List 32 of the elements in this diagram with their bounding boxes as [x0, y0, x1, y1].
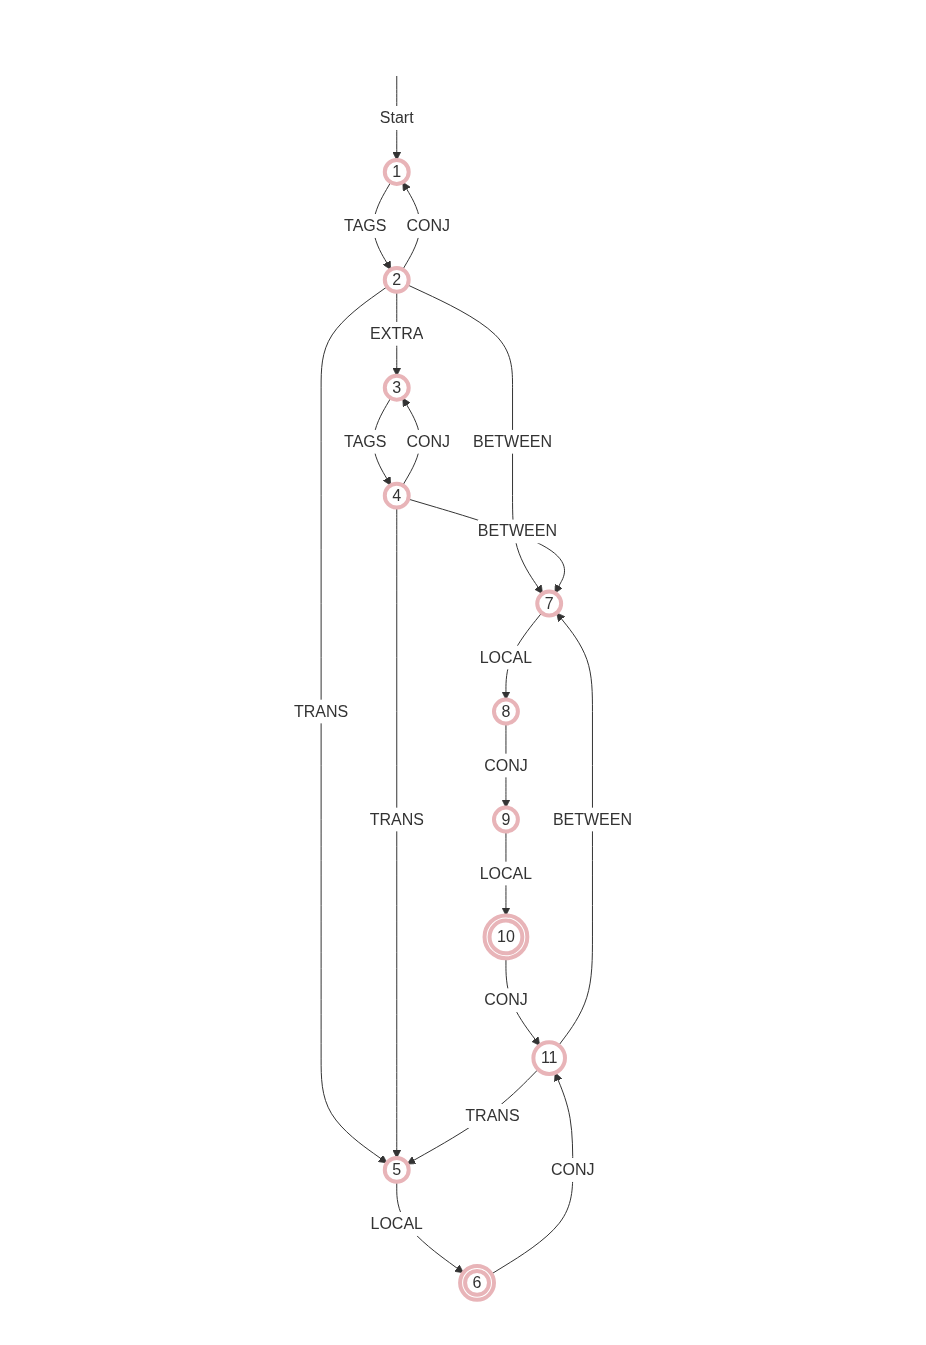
- edge-label: LOCAL: [479, 864, 533, 882]
- node-circle: 3: [382, 373, 411, 402]
- edge-label: CONJ: [484, 990, 528, 1008]
- edge-label: LOCAL: [370, 1214, 423, 1232]
- edge-label: CONJ: [406, 216, 450, 234]
- node-circle: 9: [491, 805, 520, 834]
- edge-label: BETWEEN: [552, 810, 632, 828]
- edge-label: TRANS: [293, 702, 349, 720]
- edge-label: CONJ: [406, 432, 450, 450]
- edge-label: TAGS: [344, 216, 387, 234]
- edge-label: TRANS: [369, 810, 424, 828]
- node-circle: 2: [382, 265, 411, 294]
- arrow: [406, 1068, 539, 1165]
- edge-label: TAGS: [344, 432, 387, 450]
- node-circle: 8: [491, 697, 520, 726]
- edge-label: BETWEEN: [472, 432, 553, 450]
- node-circle: 4: [382, 481, 411, 510]
- arrow: [320, 285, 388, 1163]
- edge-label: BETWEEN: [477, 521, 557, 539]
- node-circle: 6: [458, 1263, 496, 1302]
- node-circle: 7: [535, 589, 564, 618]
- arrow: [556, 612, 593, 1046]
- edge-label: CONJ: [550, 1160, 595, 1178]
- edge-label: CONJ: [484, 756, 528, 774]
- node-circle: 5: [382, 1155, 411, 1184]
- node-circle: 10: [482, 913, 530, 960]
- node-circle: 11: [531, 1039, 567, 1076]
- edge-label: EXTRA: [370, 324, 424, 342]
- edge-label: LOCAL: [479, 648, 533, 666]
- edge-label: TRANS: [465, 1106, 520, 1124]
- edge-label: Start: [379, 108, 414, 126]
- node-circle: 1: [382, 157, 411, 186]
